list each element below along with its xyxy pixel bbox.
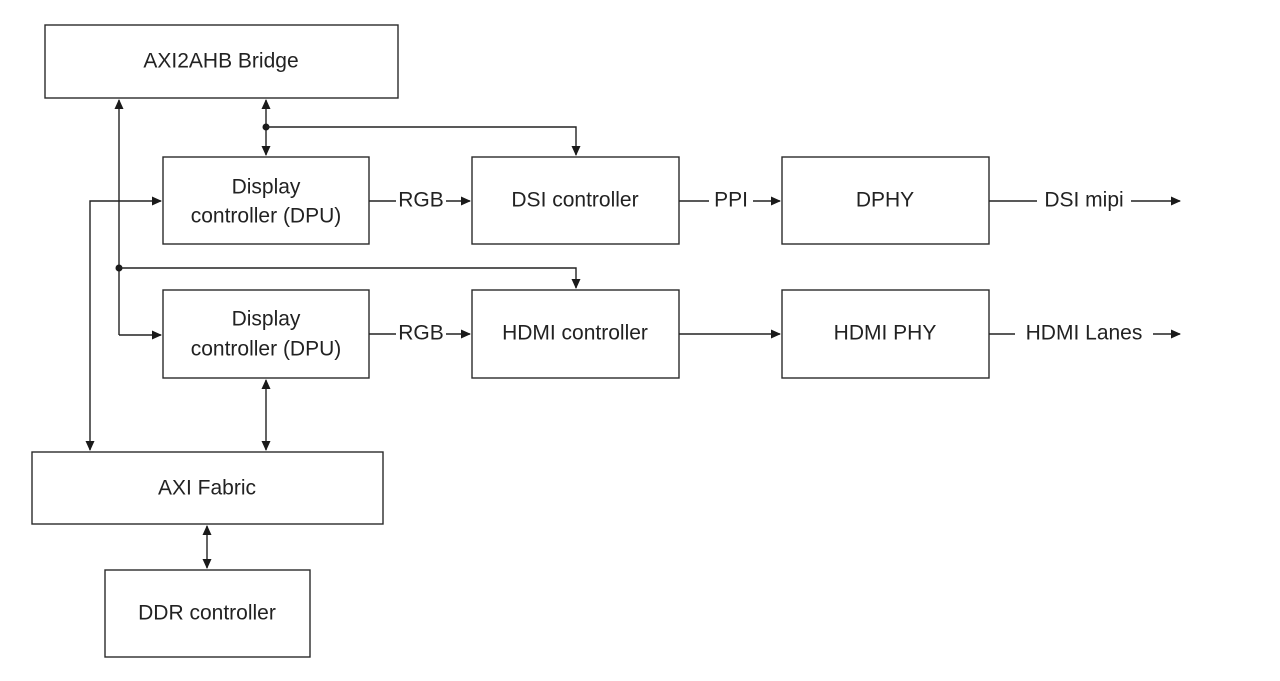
display-controller-top-label-line2: controller (DPU) [191,205,342,228]
display-controller-dpu-top-block: Display controller (DPU) [162,156,370,245]
axi2ahb-to-hdmi-link [119,267,581,289]
dphy-label: DPHY [856,189,914,212]
dsi-controller-block: DSI controller [471,156,680,245]
axi2ahb-bridge-label: AXI2AHB Bridge [143,50,298,73]
dsi-mipi-label: DSI mipi [1044,189,1123,212]
ddr-controller-label: DDR controller [138,602,276,625]
dphy-block: DPHY [781,156,990,245]
display-controller-top-label-line1: Display [232,176,301,199]
rgb-label-top: RGB [398,189,444,212]
display-controller-bottom-label-line1: Display [232,308,301,331]
hdmi-controller-block: HDMI controller [471,289,680,379]
axi-fabric-to-dpu-top-link [85,196,162,451]
ddr-controller-block: DDR controller [104,569,311,658]
axi-fabric-label: AXI Fabric [158,477,256,500]
display-controller-dpu-bottom-block: Display controller (DPU) [162,289,370,379]
axi2ahb-bridge-block: AXI2AHB Bridge [44,24,399,99]
dsi-controller-label: DSI controller [511,189,638,212]
hdmi-phy-block: HDMI PHY [781,289,990,379]
hdmi-phy-label: HDMI PHY [834,322,937,345]
hdmi-controller-label: HDMI controller [502,322,648,345]
axi-fabric-block: AXI Fabric [31,451,384,525]
rgb-label-bottom: RGB [398,322,444,345]
hdmi-lanes-label: HDMI Lanes [1026,322,1143,345]
axi2ahb-to-dsi-link [266,126,581,156]
display-controller-bottom-label-line2: controller (DPU) [191,338,342,361]
ppi-label: PPI [714,189,748,212]
